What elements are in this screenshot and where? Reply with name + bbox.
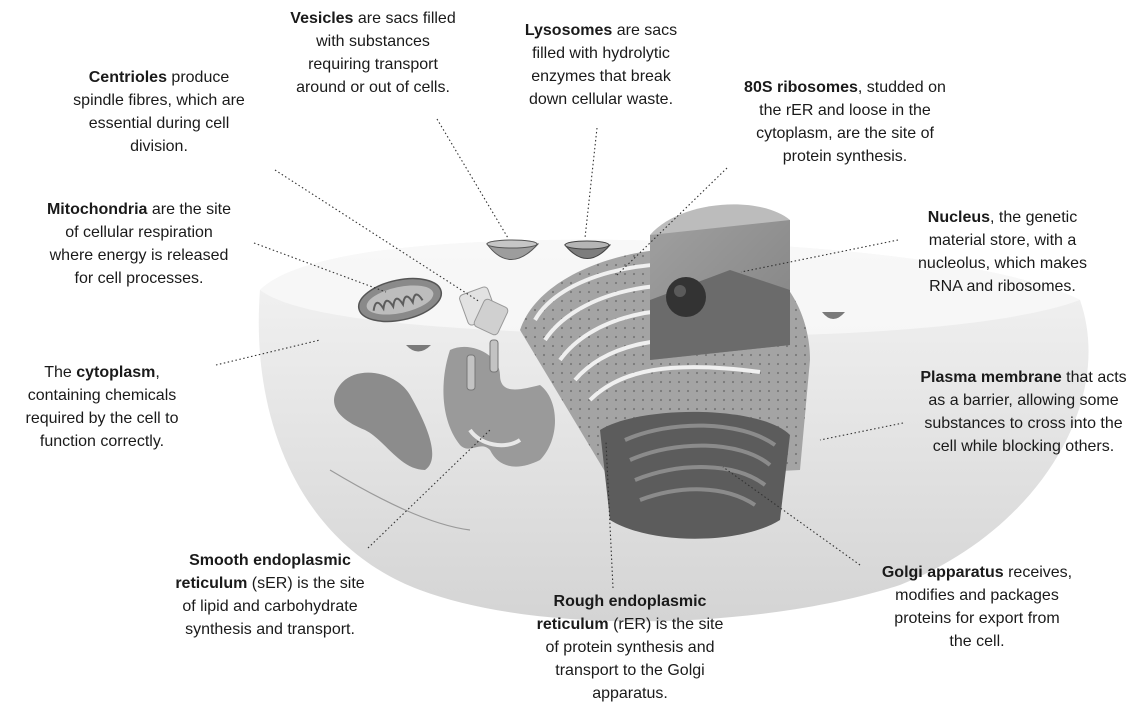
centrioles-label: Centrioles produce spindle fibres, which… [55, 66, 263, 158]
golgi-apparatus-icon [600, 412, 790, 539]
plasma-membrane-label: Plasma membrane that acts as a barrier, … [906, 366, 1141, 458]
smooth-er-label: Smooth endoplasmic reticulum (sER) is th… [160, 549, 380, 641]
lysosomes-label: Lysosomes are sacs filled with hydrolyti… [511, 19, 691, 111]
nucleus-icon [650, 204, 790, 360]
rough-er-label: Rough endoplasmic reticulum (rER) is the… [521, 590, 739, 705]
ribosomes-label: 80S ribosomes, studded on the rER and lo… [727, 76, 963, 168]
mitochondria-label: Mitochondria are the site of cellular re… [27, 198, 251, 290]
golgi-apparatus-label: Golgi apparatus receives, modifies and p… [855, 561, 1099, 653]
vesicles-label: Vesicles are sacs filled with substances… [288, 7, 458, 99]
nucleus-label: Nucleus, the genetic material store, wit… [900, 206, 1105, 298]
cytoplasm-label: The cytoplasm, containing chemicals requ… [2, 361, 202, 453]
